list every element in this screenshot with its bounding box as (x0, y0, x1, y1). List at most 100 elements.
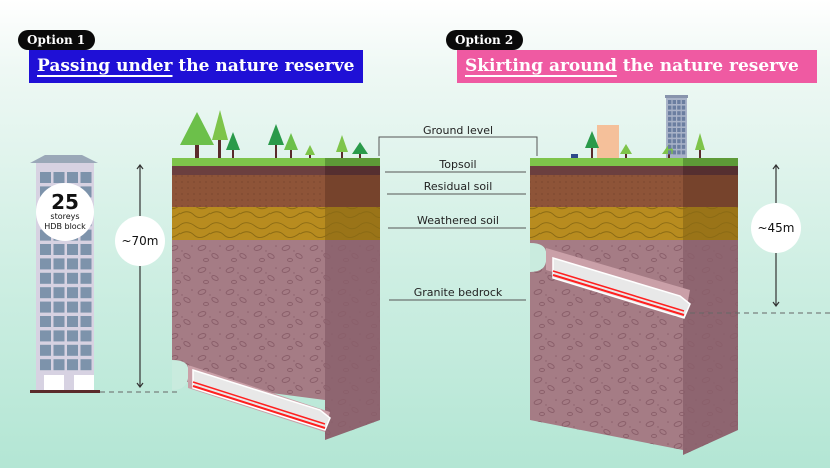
window (80, 316, 92, 327)
tower-window (672, 100, 676, 104)
window (53, 330, 65, 342)
tower-window (677, 122, 681, 127)
window (40, 330, 51, 342)
tower-window (672, 139, 676, 144)
window (53, 344, 65, 356)
label-topsoil: Topsoil (439, 158, 477, 171)
window (67, 258, 78, 270)
tower-window (672, 116, 676, 121)
window (67, 316, 78, 327)
label-ground-level: Ground level (422, 124, 494, 137)
window (53, 359, 65, 371)
tree-icon (352, 142, 368, 158)
tower-window (677, 116, 681, 121)
depth-arrow-option-1 (136, 164, 144, 388)
label-residual-soil: Residual soil (423, 180, 493, 193)
window (80, 258, 92, 270)
tree-icon (268, 124, 284, 158)
label-weathered-soil: Weathered soil (417, 214, 499, 227)
tower-window (672, 144, 676, 149)
label-granite-bedrock: Granite bedrock (413, 286, 503, 299)
storey-count: 25 (51, 190, 79, 214)
window (40, 359, 51, 371)
window (67, 244, 78, 255)
window (67, 272, 78, 284)
window (53, 244, 65, 255)
low-rise-building (597, 125, 619, 158)
window (67, 287, 78, 299)
tower-window (672, 133, 676, 138)
tower-window (681, 111, 686, 116)
tree-icon (662, 144, 676, 158)
tower-window (668, 133, 672, 138)
trees-option-1 (180, 110, 368, 158)
option-2-pill: Option 2 (446, 30, 524, 50)
tower-window (681, 128, 686, 132)
option-2-title: Skirting around the nature reserve (457, 50, 817, 83)
tree-icon (695, 133, 705, 158)
tower-window (681, 133, 686, 138)
tower-window (681, 116, 686, 121)
tower-window (681, 105, 686, 110)
tower-window (681, 122, 686, 127)
tower-window (681, 139, 686, 144)
option-2-title-underlined: Skirting around (465, 56, 617, 76)
window (53, 172, 65, 183)
tower-window (668, 122, 672, 127)
option-1-pill: Option 1 (18, 30, 96, 50)
tree-icon (284, 133, 298, 158)
tower-window (672, 105, 676, 110)
option-1-title-underlined: Passing under (37, 56, 173, 76)
tower-window (677, 128, 681, 132)
option-1-title-rest: the nature reserve (172, 56, 355, 76)
option-1-title: Passing under the nature reserve (29, 50, 363, 83)
window (40, 316, 51, 327)
grass-layer (172, 158, 325, 166)
window (80, 301, 92, 313)
window (53, 272, 65, 284)
tower-window (668, 116, 672, 121)
window (53, 316, 65, 327)
tower-window (668, 128, 672, 132)
tree-icon (305, 145, 315, 158)
window (67, 330, 78, 342)
train-option-2 (552, 256, 691, 319)
tower-window (672, 111, 676, 116)
window (40, 229, 51, 241)
window (80, 229, 92, 241)
tower-window (668, 111, 672, 116)
soil-block-option-2 (530, 158, 738, 455)
tower-window (681, 100, 686, 104)
window (67, 344, 78, 356)
tree-icon (180, 112, 214, 158)
tree-icon (620, 144, 632, 158)
storey-label: storeys (50, 212, 80, 221)
tower-window (668, 150, 672, 155)
hdb-block-building (30, 155, 100, 393)
car-icon (571, 154, 578, 158)
tower-window (668, 139, 672, 144)
window (40, 287, 51, 299)
tower-window (677, 105, 681, 110)
option-2-title-rest: the nature reserve (616, 56, 799, 76)
layer-guides (378, 136, 538, 301)
tower-window (677, 150, 681, 155)
window (80, 172, 92, 183)
tower-window (668, 105, 672, 110)
window (67, 172, 78, 183)
train-option-1 (192, 368, 331, 431)
window (40, 172, 51, 183)
tower-window (672, 128, 676, 132)
depth-label-option-2: ~45m (751, 203, 801, 253)
window (53, 258, 65, 270)
depth-label-option-1: ~70m (115, 216, 165, 266)
tree-icon (226, 132, 240, 158)
window (40, 344, 51, 356)
window (80, 244, 92, 255)
tower-window (681, 144, 686, 149)
tree-icon (336, 135, 348, 158)
soil-block-option-1 (172, 158, 380, 440)
tower-window (668, 144, 672, 149)
window (80, 344, 92, 356)
tower-window (677, 139, 681, 144)
